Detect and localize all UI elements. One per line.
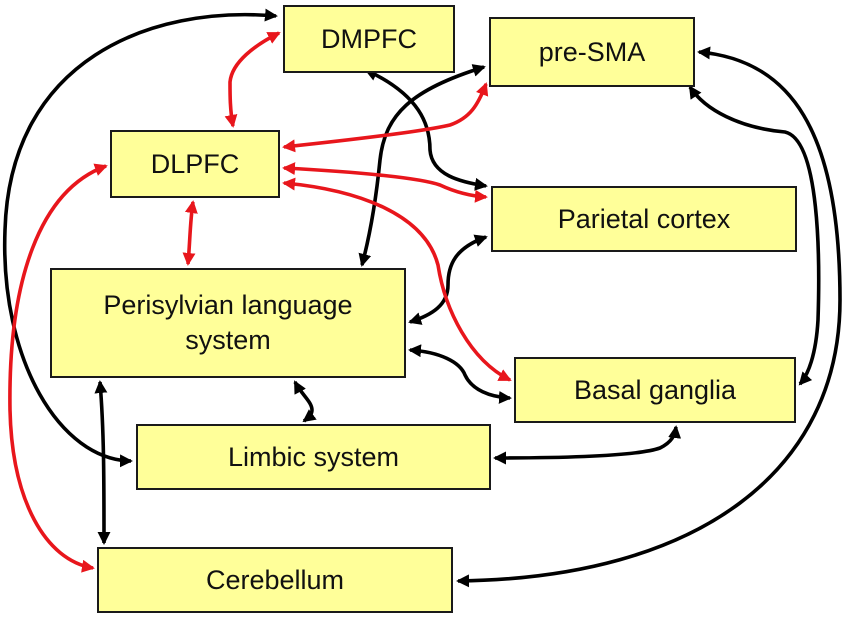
connection-perisylvian-cerebellum [94,380,111,545]
connection-perisylvian-limbic [293,380,317,423]
connection-dlpfc-presma [282,82,489,153]
node-limbic-system-label: Limbic system [227,441,400,472]
node-dlpfc: DLPFC [110,130,280,198]
connection-limbic-basalganglia [493,425,682,465]
connection-presma-cerebellum [456,46,842,588]
connection-dlpfc-parietal [282,162,488,203]
node-perisylvian-label-line1: Perisylvian language [103,290,353,321]
connection-dlpfc-perisylvian [182,200,198,266]
node-cerebellum-label: Cerebellum [205,564,345,595]
node-basal-ganglia: Basal ganglia [514,357,796,423]
node-limbic-system: Limbic system [136,424,491,490]
connection-parietal-perisylvian [408,234,488,325]
connection-dlpfc-dmpfc [224,31,281,128]
connection-dlpfc-basalganglia [282,177,512,382]
node-dlpfc-label: DLPFC [150,148,240,179]
node-cerebellum: Cerebellum [97,547,453,613]
node-dmpfc: DMPFC [283,5,455,73]
node-parietal-cortex-label: Parietal cortex [557,203,731,234]
node-perisylvian-label-line2: system [185,325,271,355]
node-pre-sma: pre-SMA [489,17,695,87]
connection-perisylvian-basalganglia [408,344,512,404]
connection-dlpfc-cerebellum [8,163,108,573]
node-perisylvian-language-system: Perisylvian language system [50,268,406,378]
node-dmpfc-label: DMPFC [321,23,417,54]
node-pre-sma-label: pre-SMA [538,36,646,67]
connection-presma-basalganglia [688,85,821,386]
node-parietal-cortex: Parietal cortex [491,186,797,252]
node-basal-ganglia-label: Basal ganglia [573,374,737,405]
connection-dmpfc-limbic [2,8,278,468]
